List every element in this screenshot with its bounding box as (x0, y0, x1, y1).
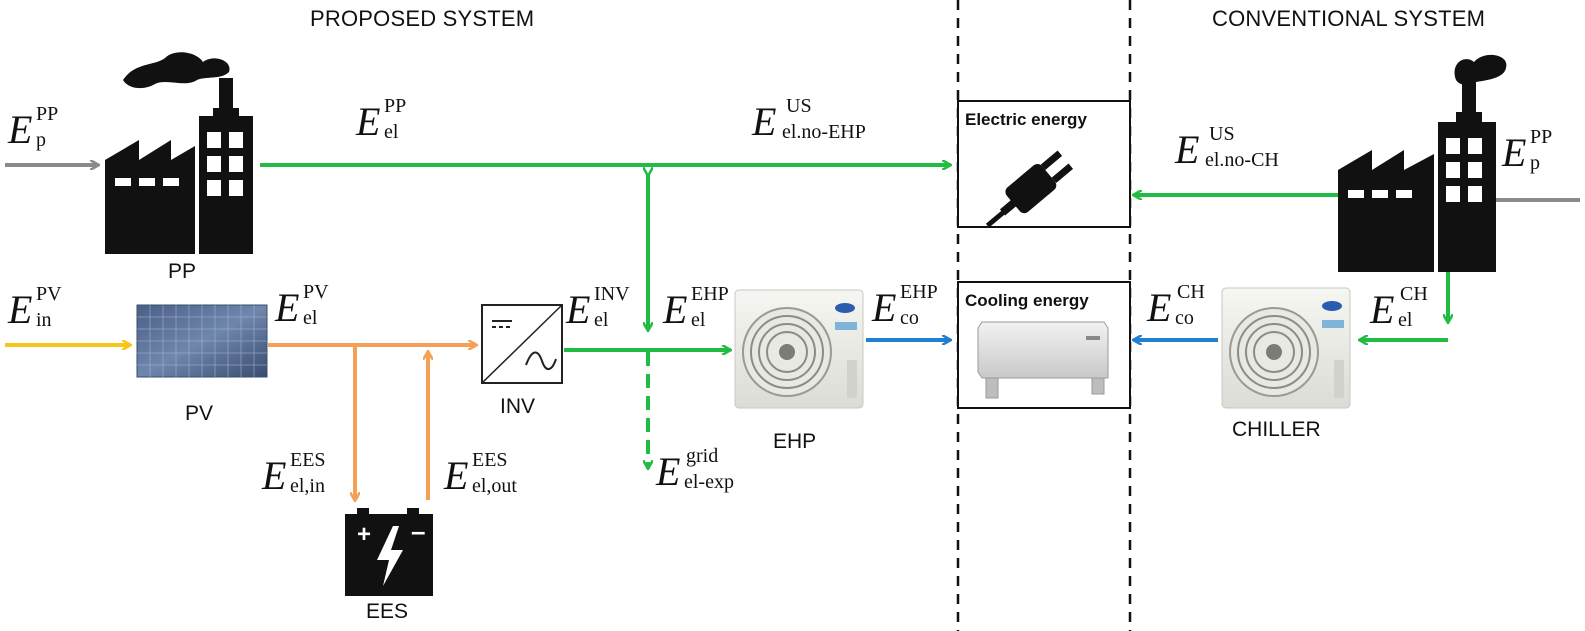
svg-text:–: – (411, 516, 425, 546)
proposed-system-header: PROPOSED SYSTEM (310, 6, 535, 31)
svg-text:+: + (357, 521, 371, 548)
chiller-label: CHILLER (1232, 418, 1321, 441)
pp-right-label: PP (1388, 243, 1417, 266)
ehp-label: EHP (773, 430, 817, 453)
chiller-unit-icon (1221, 287, 1351, 409)
inverter-icon (481, 304, 563, 384)
heat-pump-unit-icon (734, 289, 864, 409)
inv-label: INV (500, 395, 536, 418)
factory-icon-left (105, 52, 253, 254)
electric-energy-box: Electric energy (957, 100, 1131, 228)
pp-left-label: PP (168, 260, 197, 283)
conventional-system-header: CONVENTIONAL SYSTEM (1212, 6, 1486, 31)
electric-energy-title: Electric energy (965, 110, 1087, 129)
cooling-energy-title: Cooling energy (965, 291, 1089, 310)
battery-icon: + – (345, 508, 433, 596)
solar-panel-icon (136, 304, 268, 378)
cooling-energy-box: Cooling energy (957, 281, 1131, 409)
factory-icon-right (1338, 54, 1507, 272)
ees-label: EES (366, 600, 409, 623)
pv-label: PV (185, 402, 214, 425)
